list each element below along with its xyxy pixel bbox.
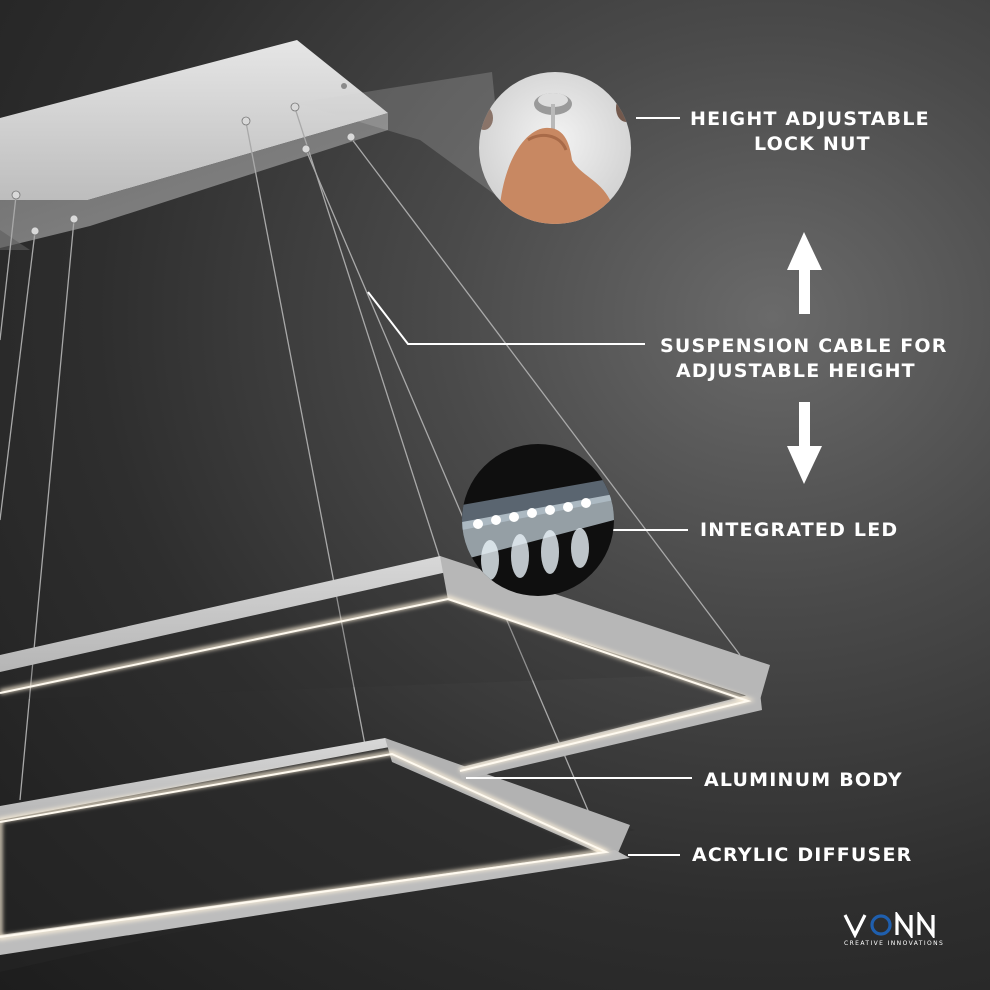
lock-nut-label-line1: HEIGHT ADJUSTABLE [690,108,930,130]
vonn-logo-mark [843,912,935,938]
suspension-cables [0,107,741,816]
cable-label-line2: ADJUSTABLE HEIGHT [676,360,916,382]
cable-label-line1: SUSPENSION CABLE FOR [660,335,948,357]
ceiling-canopy [0,40,388,250]
lower-frame [0,738,635,972]
brand-logo: CREATIVE INNOVATIONS [843,912,953,952]
lock-nut-detail [479,72,631,224]
up-arrow-icon [787,232,822,314]
down-arrow-icon [787,402,822,484]
magnifier-beam [296,72,505,202]
cable-label: SUSPENSION CABLE FOR ADJUSTABLE HEIGHT [660,334,948,384]
led-label: INTEGRATED LED [700,519,899,541]
brand-tagline: CREATIVE INNOVATIONS [844,940,945,947]
led-detail [462,444,614,596]
diffuser-label: ACRYLIC DIFFUSER [692,844,913,866]
aluminum-label: ALUMINUM BODY [704,769,903,791]
lock-nut-label: HEIGHT ADJUSTABLE LOCK NUT [690,107,930,157]
callout-lines [367,117,692,856]
lock-nut-label-line2: LOCK NUT [754,133,871,155]
